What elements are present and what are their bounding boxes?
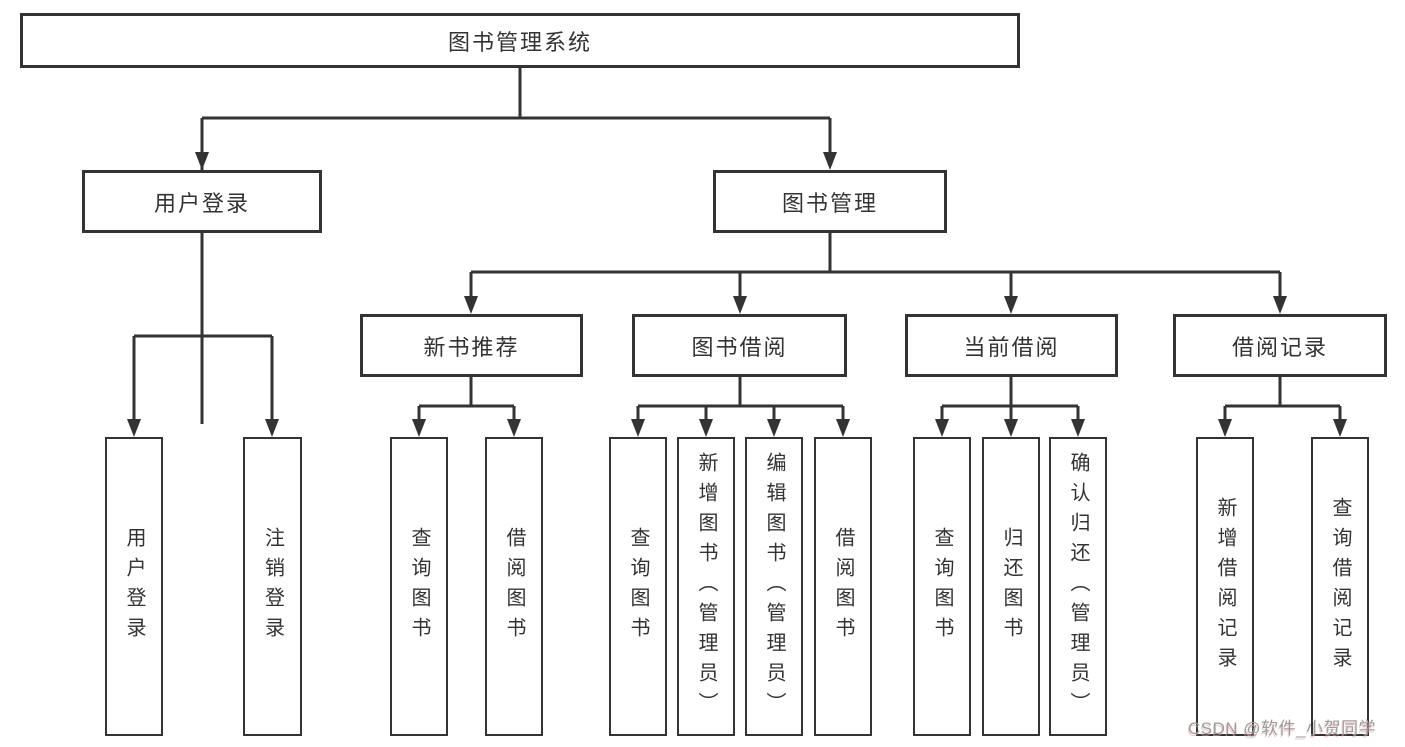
connector-borrow-records-branch [1218, 377, 1347, 437]
arrowhead [412, 419, 426, 437]
node-label: 用户登录 [123, 526, 145, 647]
arrowhead [127, 419, 141, 437]
node-book-borrow: 图书借阅 [632, 314, 847, 377]
node-label: 查询图书 [931, 526, 953, 647]
arrowhead [823, 152, 837, 170]
connector-book-borrow-branch [631, 377, 850, 437]
node-label: 编辑图书（管理员） [763, 451, 785, 722]
connector-current-borrow-branch [935, 377, 1085, 437]
arrowhead [1004, 419, 1018, 437]
node-label: 借阅记录 [1231, 334, 1328, 360]
node-book-management: 图书管理 [713, 170, 947, 233]
leaf-query-books-borrow: 查询图书 [609, 437, 667, 736]
node-label: 归还图书 [1000, 526, 1022, 647]
leaf-borrow-books: 借阅图书 [814, 437, 872, 736]
arrowhead [631, 419, 645, 437]
leaf-user-login: 用户登录 [105, 437, 163, 736]
node-label: 查询借阅记录 [1329, 496, 1351, 677]
arrowhead [1273, 296, 1287, 314]
arrowhead [1333, 419, 1347, 437]
arrowhead [767, 419, 781, 437]
connector-root-branch [195, 68, 837, 424]
leaf-add-books-admin: 新增图书（管理员） [677, 437, 735, 736]
node-root-system: 图书管理系统 [20, 13, 1020, 68]
arrowhead [195, 152, 209, 170]
node-user-login: 用户登录 [82, 170, 322, 233]
arrowhead [507, 419, 521, 437]
arrowhead [1004, 296, 1018, 314]
node-label: 图书借阅 [691, 334, 788, 360]
leaf-edit-books-admin: 编辑图书（管理员） [745, 437, 803, 736]
node-label: 图书管理 [781, 190, 878, 216]
node-label: 借阅图书 [503, 526, 525, 647]
arrowhead [699, 419, 713, 437]
csdn-watermark: CSDN @软件_小贺同学 [1188, 719, 1377, 738]
leaf-logout: 注销登录 [243, 437, 302, 736]
leaf-query-books-recommend: 查询图书 [390, 437, 448, 736]
node-label: 注销登录 [261, 526, 284, 647]
node-label: 新增借阅记录 [1214, 496, 1236, 677]
arrowhead [836, 419, 850, 437]
node-borrow-records: 借阅记录 [1173, 314, 1387, 377]
node-new-book-recommend: 新书推荐 [360, 314, 583, 377]
node-label: 用户登录 [153, 190, 250, 216]
leaf-confirm-return-admin: 确认归还（管理员） [1049, 437, 1107, 736]
leaf-borrow-books-recommend: 借阅图书 [485, 437, 543, 736]
leaf-query-books-current: 查询图书 [913, 437, 971, 736]
connector-user-login-branch [127, 233, 279, 437]
node-label: 图书管理系统 [447, 29, 592, 55]
leaf-query-borrow-record: 查询借阅记录 [1311, 437, 1369, 736]
connector-new-book-branch [412, 377, 521, 437]
leaf-add-borrow-record: 新增借阅记录 [1196, 437, 1254, 736]
arrowhead [265, 419, 279, 437]
node-label: 查询图书 [408, 526, 430, 647]
arrowhead [935, 419, 949, 437]
node-label: 新书推荐 [423, 334, 520, 360]
connector-book-mgmt-branch [464, 233, 1287, 314]
node-label: 当前借阅 [963, 334, 1060, 360]
node-label: 借阅图书 [832, 526, 854, 647]
node-label: 查询图书 [627, 526, 649, 647]
arrowhead [464, 296, 478, 314]
arrowhead [733, 296, 747, 314]
leaf-return-books: 归还图书 [982, 437, 1040, 736]
node-label: 确认归还（管理员） [1067, 451, 1089, 722]
arrowhead [1218, 419, 1232, 437]
node-label: 新增图书（管理员） [695, 451, 717, 722]
arrowhead [1071, 419, 1085, 437]
node-current-borrow: 当前借阅 [905, 314, 1118, 377]
